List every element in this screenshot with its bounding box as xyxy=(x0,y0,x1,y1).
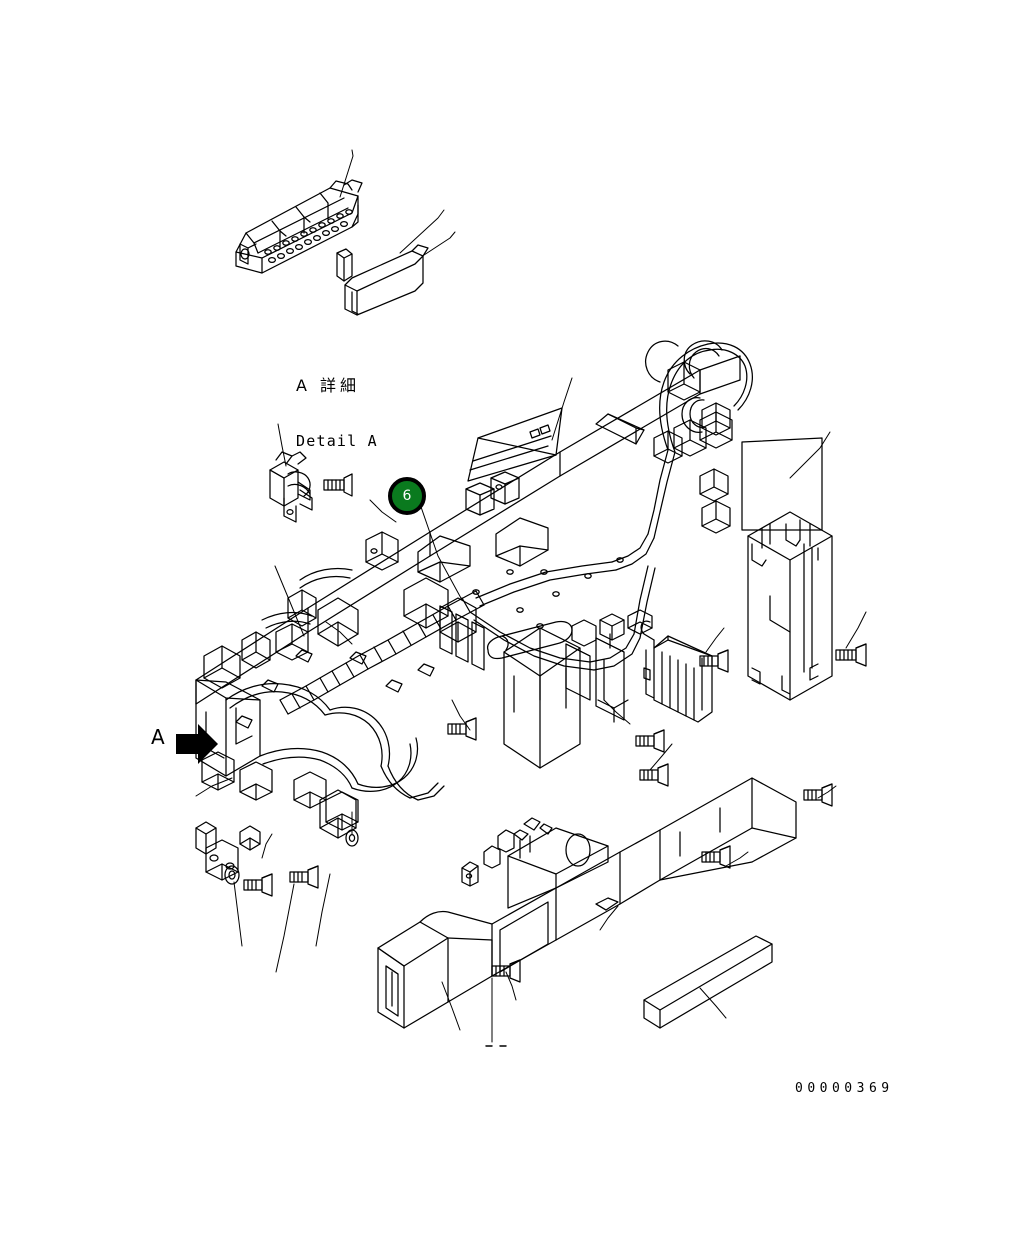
detail-connector-pins xyxy=(264,209,353,264)
finned-regulator xyxy=(627,609,713,723)
cylinder-component xyxy=(486,620,573,660)
bolt-duct-lower xyxy=(491,959,521,983)
bolt-duct-right xyxy=(803,783,833,807)
left-harness-wires xyxy=(225,567,445,801)
left-clip-tabs xyxy=(235,649,435,729)
left-lower-connector xyxy=(319,789,357,839)
bolt-lower-left-1 xyxy=(243,873,273,897)
detail-label-jp: A 詳細 xyxy=(296,375,361,395)
bolt-left-a xyxy=(447,717,477,741)
section-a-arrow xyxy=(176,724,218,764)
upper-right-harness-loops xyxy=(645,340,753,453)
centre-plate xyxy=(595,413,645,445)
detail-view-label: A 詳細 Detail A xyxy=(296,339,378,489)
bolt-centre-lower xyxy=(635,729,665,753)
duct-upper-box xyxy=(507,817,609,909)
fuse-blocks xyxy=(439,605,485,671)
callout-marker-6[interactable]: 6 xyxy=(388,477,426,515)
controller-unit xyxy=(747,511,833,701)
detail-connector-body xyxy=(235,179,363,274)
detail-clip xyxy=(336,248,353,282)
section-marker-letter: A xyxy=(151,725,165,749)
bolt-duct-mid xyxy=(701,845,731,869)
duct-bracket-left xyxy=(461,829,515,887)
detail-cover xyxy=(344,244,429,316)
drawing-number: 00000369 xyxy=(795,1081,894,1096)
air-duct-assembly xyxy=(377,777,797,1029)
bolt-regulator xyxy=(699,649,729,673)
upper-brackets xyxy=(365,471,549,583)
washer-lower-left xyxy=(224,865,240,885)
heat-shield xyxy=(503,627,581,769)
sensor-switch xyxy=(269,451,313,523)
bolt-left-b xyxy=(639,763,669,787)
detail-label-en: Detail A xyxy=(296,432,378,451)
frame-holes xyxy=(472,557,624,629)
lower-left-bracket xyxy=(195,821,239,881)
bolt-controller xyxy=(835,643,867,667)
duct-small-tabs xyxy=(595,897,619,911)
left-harness-cluster xyxy=(195,577,477,831)
leader-lines xyxy=(195,377,867,1043)
lower-left-small-block xyxy=(239,825,261,851)
bolt-lower-left-2 xyxy=(289,865,319,889)
seal-strip xyxy=(643,935,773,1029)
harness-connector-blocks-upper xyxy=(653,361,733,534)
bolt-upper-left xyxy=(323,473,353,497)
detail-leader-lines xyxy=(339,149,456,256)
controller-panel-plate xyxy=(741,437,823,531)
